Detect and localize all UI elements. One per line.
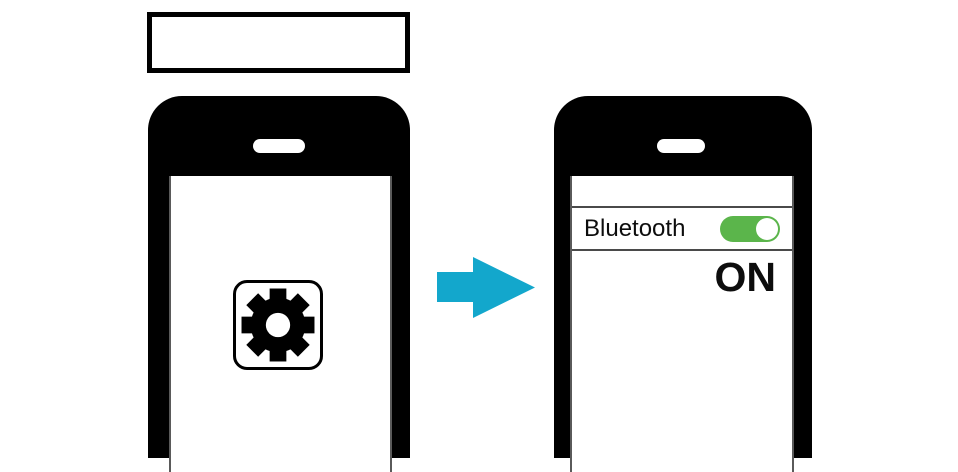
bluetooth-row: Bluetooth: [572, 206, 792, 251]
caption-box: [147, 12, 410, 73]
right-phone-speaker: [657, 139, 705, 153]
bluetooth-toggle[interactable]: [720, 215, 780, 242]
toggle-knob: [756, 217, 778, 240]
status-bar: [572, 176, 792, 206]
left-phone-speaker: [253, 139, 305, 153]
right-arrow-shape: [437, 257, 535, 318]
bluetooth-row-label: Bluetooth: [584, 214, 686, 242]
right-phone-screen: Bluetooth ON: [570, 176, 794, 472]
left-phone-screen: [169, 176, 392, 472]
gear-icon: [241, 288, 315, 362]
bluetooth-status-text: ON: [714, 254, 777, 300]
settings-app-icon[interactable]: [233, 280, 323, 370]
right-arrow-icon: [437, 257, 535, 318]
